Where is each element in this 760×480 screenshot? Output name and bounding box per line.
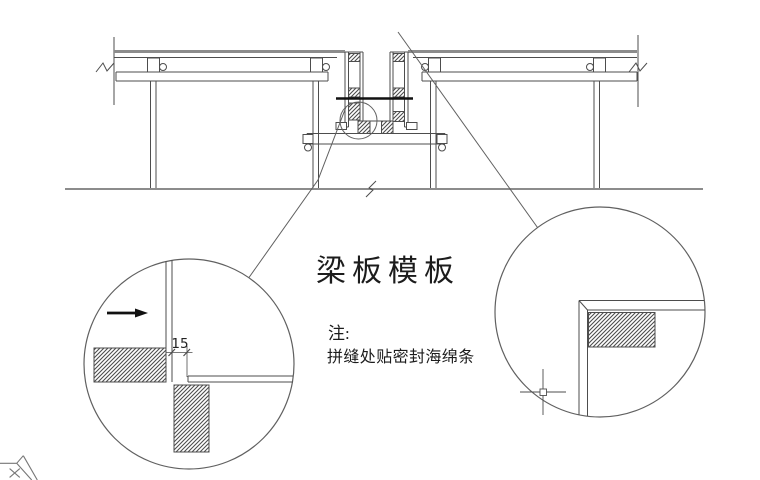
hatch-battens (348, 53, 405, 134)
corner-panel-inner (587, 309, 705, 416)
scaffold-post (312, 81, 319, 188)
clamp (436, 134, 448, 144)
slab-plywood-left (114, 50, 345, 58)
post-heads (147, 57, 606, 73)
hatch-block (392, 111, 405, 122)
post-head (593, 57, 606, 73)
bottom-bracket (406, 122, 418, 130)
beam-formwork (335, 51, 418, 134)
hatch-block (357, 120, 371, 134)
hatch-batten (588, 312, 656, 348)
post-head (310, 57, 323, 73)
flow-arrow-icon (107, 308, 148, 318)
scaffold-post (593, 81, 600, 188)
dimension-15: 15 (166, 336, 193, 377)
vertical-panel (165, 260, 173, 382)
corner-panel-outer (578, 300, 704, 415)
clamp (438, 143, 446, 152)
hatch-batten (173, 384, 210, 453)
clamp (159, 63, 167, 71)
scaffold-post (430, 81, 437, 188)
post-head (428, 57, 441, 73)
note-label: 注: (328, 324, 350, 343)
horizontal-panel (187, 375, 293, 383)
break-mark (95, 62, 115, 73)
scaffold-post (150, 81, 157, 188)
slab-plywood-right (408, 50, 637, 58)
corner-miter (578, 300, 588, 311)
joist-left (95, 62, 329, 82)
clamp (586, 63, 594, 71)
hatch-batten (93, 347, 167, 383)
leader-line-left (248, 106, 347, 278)
clamp (304, 143, 312, 152)
hatch-block (392, 87, 405, 98)
clamp (302, 134, 314, 144)
note-text: 拼缝处贴密封海绵条 (327, 349, 475, 366)
hatch-block (392, 53, 405, 62)
detail-circle-right (494, 206, 706, 418)
leader-line-right (397, 31, 538, 228)
detail-reference-circle (339, 101, 378, 140)
hatch-block (348, 53, 361, 62)
drawing-title: 梁板模板 (316, 255, 460, 288)
gap-dimension-value: 15 (171, 336, 188, 352)
joist-right (421, 62, 648, 82)
hatch-block (348, 87, 361, 98)
clamp (322, 63, 330, 71)
beam-slab-formwork-section (65, 35, 703, 198)
ground-break-mark (365, 180, 377, 198)
corner-marker-icon (0, 455, 38, 480)
hatch-block (348, 102, 361, 121)
hatch-block (381, 120, 394, 134)
support-ledger (302, 133, 448, 152)
crosshair-icon (520, 369, 566, 415)
detail-circle-left: 15 (83, 258, 295, 470)
dimension-tick (168, 348, 191, 357)
scaffold-posts (150, 81, 600, 188)
break-mark (628, 62, 648, 73)
post-head (147, 57, 160, 73)
